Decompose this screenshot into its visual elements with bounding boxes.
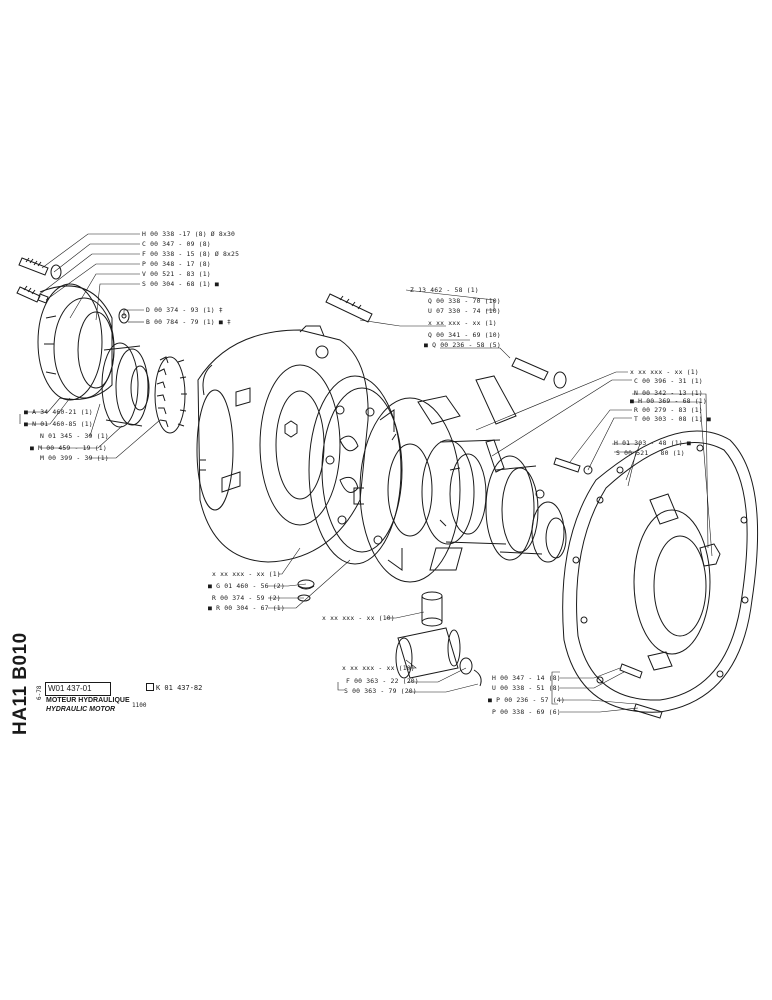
- part-label-09: ■ A 34 460-21 (1): [24, 408, 93, 416]
- flange-bolt: [619, 663, 663, 719]
- part-label-36: H 00 347 - 14 (8): [492, 674, 561, 682]
- bolt-lower-left: [16, 285, 49, 304]
- bearing-seal: [485, 455, 567, 563]
- screw-top-right: [511, 357, 567, 389]
- part-label-27: S 00 521 - 80 (1): [616, 449, 685, 457]
- drawing-number: W01 437-01: [45, 682, 111, 696]
- part-label-38: ■ P 00 236 - 57 (4): [488, 696, 565, 704]
- part-label-11: N 01 345 - 39 (1): [40, 432, 109, 440]
- part-label-13: M 00 399 - 39 (1): [40, 454, 109, 462]
- part-label-37: U 00 338 - 51 (8): [492, 684, 561, 692]
- part-label-21: C 00 396 - 31 (1): [634, 377, 703, 385]
- title-french: MOTEUR HYDRAULIQUE: [46, 697, 130, 704]
- part-label-19: ■ Q 00 236 - 58 (5): [424, 341, 501, 349]
- bolt-upper-left: [18, 257, 62, 280]
- part-label-15: Q 00 338 - 70 (10): [428, 297, 501, 305]
- part-label-35: S 00 363 - 79 (20): [344, 687, 417, 695]
- part-label-08: B 00 784 - 79 (1) ■ ‡: [146, 318, 231, 326]
- part-label-16: U 07 330 - 74 (10): [428, 307, 501, 315]
- mounting-flange: [562, 430, 759, 713]
- part-label-22: N 00 342 - 13 (1): [634, 389, 703, 397]
- valve-body: [395, 627, 482, 687]
- reference-number: K 01 437-82: [146, 683, 202, 692]
- spool-piece: [421, 591, 443, 627]
- sheet-date: 6-78: [36, 685, 43, 700]
- checkbox-icon: [146, 683, 154, 691]
- leader-lines: [19, 233, 713, 713]
- part-label-29: ■ G 01 460 - 56 (2): [208, 582, 285, 590]
- title-english: HYDRAULIC MOTOR: [46, 706, 116, 713]
- output-shaft: [421, 375, 517, 545]
- motor-housing: [196, 325, 369, 563]
- rotor: [353, 395, 463, 583]
- part-label-07: D 00 374 - 93 (1) ‡: [146, 306, 223, 314]
- star-plate: [308, 375, 403, 565]
- part-label-39: P 00 338 - 69 (6): [492, 708, 561, 716]
- part-label-20: x xx xxx - xx (1): [630, 368, 699, 376]
- part-label-03: F 00 338 - 15 (8) Ø 8x25: [142, 250, 240, 258]
- model-number: 1100: [132, 702, 147, 709]
- part-label-01: H 00 338 -17 (8) Ø 8x30: [142, 230, 236, 238]
- part-label-30: R 00 374 - 59 (2): [212, 594, 281, 602]
- end-cover: [37, 283, 115, 401]
- part-label-34: F 00 363 - 22 (20): [346, 677, 419, 685]
- part-label-02: C 00 347 - 09 (8): [142, 240, 211, 248]
- sheet-side-code: HA11 B010: [10, 632, 31, 735]
- reference-number-text: K 01 437-82: [156, 684, 203, 692]
- part-label-33: x xx xxx - xx (10): [342, 664, 415, 672]
- part-label-10: ■ N 01 460-85 (1): [24, 420, 93, 428]
- part-label-23: ■ H 00 369 - 68 (1): [630, 397, 707, 405]
- part-label-17: x xx xxx - xx (1): [428, 319, 497, 327]
- screw-top-center: [325, 293, 373, 323]
- part-label-32: x xx xxx - xx (10): [322, 614, 395, 622]
- part-label-28: x xx xxx - xx (1): [212, 570, 281, 578]
- part-label-31: ■ R 00 304 - 67 (1): [208, 604, 285, 612]
- part-label-12: ■ M 00 459 - 19 (1): [30, 444, 107, 452]
- part-label-04: P 00 348 - 17 (8): [142, 260, 211, 268]
- part-label-26: H 01 303 - 48 (1) ■: [614, 439, 691, 447]
- part-label-06: S 00 304 - 68 (1) ■: [142, 280, 219, 288]
- plug-screw: [553, 457, 593, 475]
- bearing-ring: [101, 342, 150, 428]
- part-label-25: T 00 303 - 08 (1) ■: [634, 415, 711, 423]
- gear-ring: [154, 356, 187, 434]
- part-label-24: R 00 279 - 83 (1): [634, 406, 703, 414]
- part-label-18: Q 00 341 - 69 (10): [428, 331, 501, 339]
- part-label-05: V 00 521 - 83 (1): [142, 270, 211, 278]
- part-label-14: Z 13 462 - 58 (1): [410, 286, 479, 294]
